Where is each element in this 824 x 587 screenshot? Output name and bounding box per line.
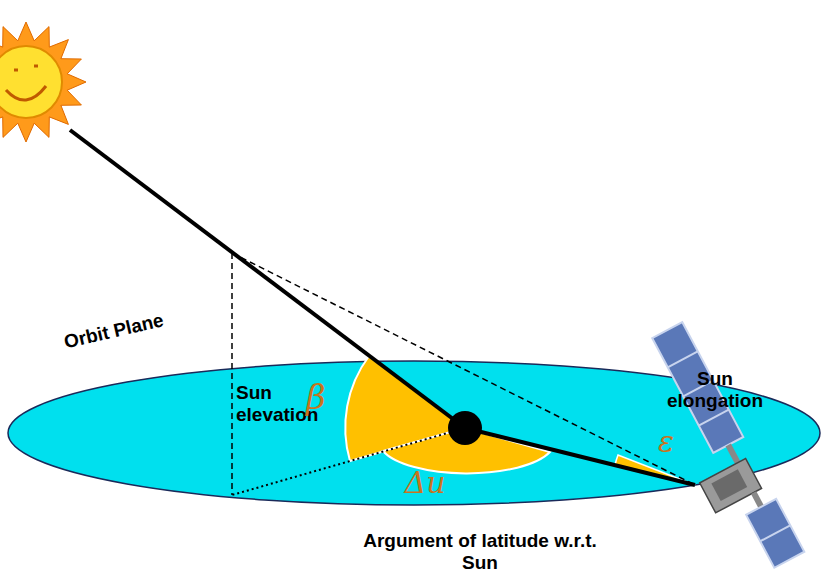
elongation-symbol: ε <box>658 425 688 460</box>
elongation-label: Sun elongation <box>660 368 770 412</box>
satellite-symbol <box>629 322 804 580</box>
latitude-label: Argument of latitude w.r.t. Sun <box>360 530 600 574</box>
projection-line <box>231 253 233 495</box>
earth-dot <box>448 411 482 445</box>
elevation-label: Sun elevation <box>236 382 304 426</box>
sun-direction <box>70 130 465 428</box>
elongation-line <box>232 253 695 485</box>
sun-symbol <box>0 22 86 142</box>
elevation-symbol: β <box>306 378 346 417</box>
plane-label: Orbit Plane <box>62 298 213 353</box>
latitude-symbol: Δu <box>390 466 460 501</box>
